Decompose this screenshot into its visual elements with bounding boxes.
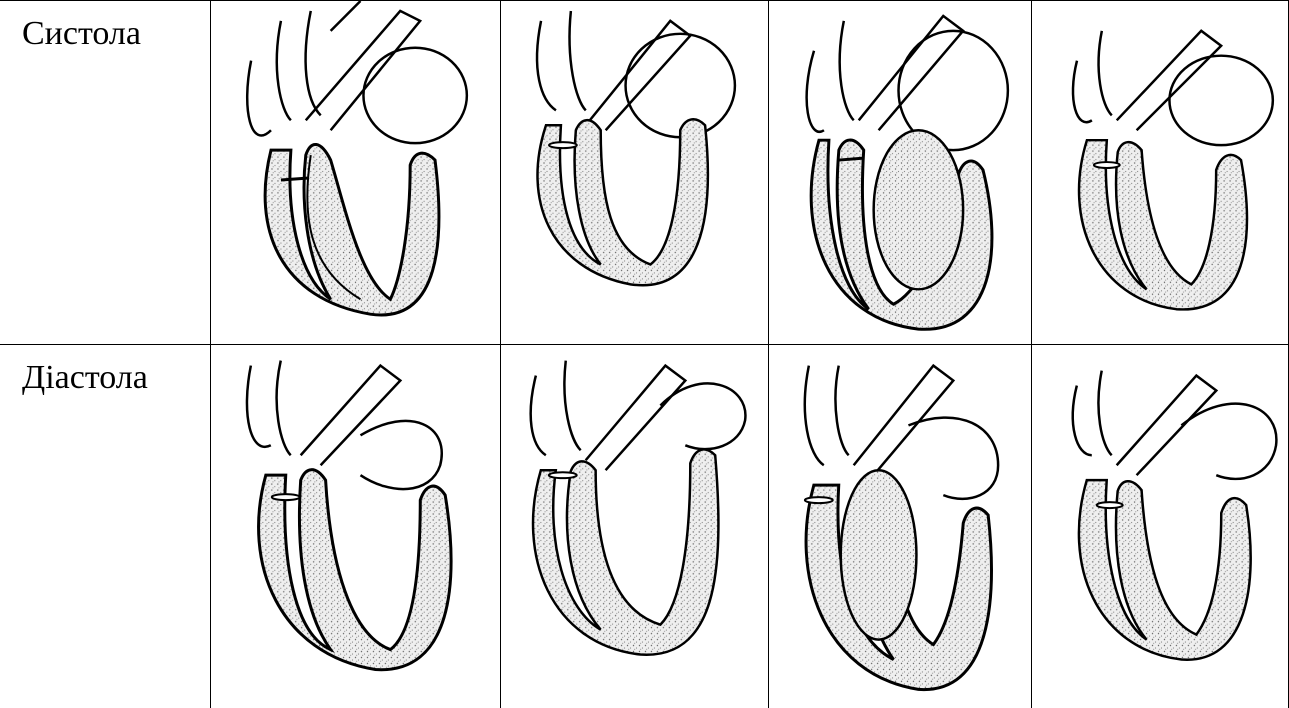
heart-diastole-hypertrophic-illustration <box>769 345 1031 708</box>
systole-label: Систола <box>22 15 141 53</box>
heart-diagram-cell <box>211 0 501 345</box>
heart-diagram-cell <box>501 0 769 345</box>
heart-diagram-cell <box>211 345 501 708</box>
heart-diagram-cell <box>769 0 1032 345</box>
heart-diagram-cell <box>769 345 1032 708</box>
heart-diagram-cell <box>501 345 769 708</box>
heart-diastole-restrictive-illustration <box>1032 345 1288 708</box>
heart-systole-normal-illustration <box>211 1 500 344</box>
diastole-label: Діастола <box>22 359 148 397</box>
heart-diastole-dilated-illustration <box>501 345 768 708</box>
heart-diagram-cell <box>1032 345 1289 708</box>
heart-diastole-normal-illustration <box>211 345 500 708</box>
row-label-cell: Діастола <box>0 345 211 708</box>
heart-systole-restrictive-illustration <box>1032 1 1288 344</box>
heart-systole-hypertrophic-illustration <box>769 1 1031 344</box>
heart-diagram-cell <box>1032 0 1289 345</box>
heart-systole-dilated-illustration <box>501 1 768 344</box>
row-label-cell: Систола <box>0 0 211 345</box>
